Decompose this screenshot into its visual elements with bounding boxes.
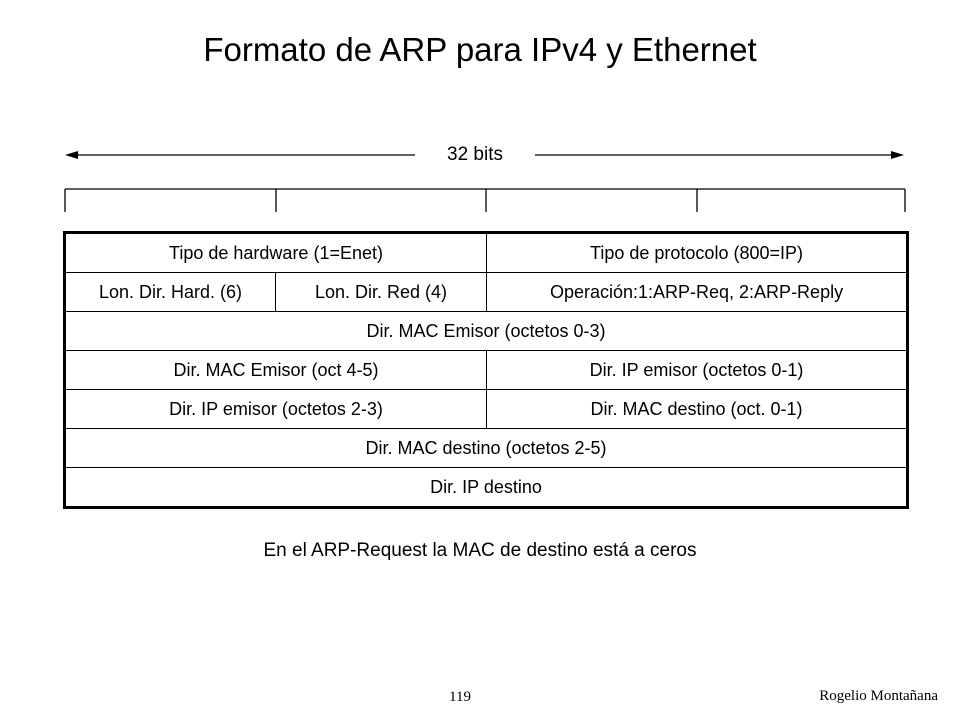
arp-field-row: Dir. MAC Emisor (oct 4-5)Dir. IP emisor … xyxy=(63,350,909,390)
arp-field-row: Dir. IP destino xyxy=(63,467,909,508)
arrow-right-head xyxy=(891,151,904,159)
arp-field-cell: Dir. IP emisor (octetos 2-3) xyxy=(63,389,488,429)
bit-width-label: 32 bits xyxy=(415,142,535,168)
arp-field-row: Dir. MAC Emisor (octetos 0-3) xyxy=(63,311,909,351)
arp-field-cell: Operación:1:ARP-Req, 2:ARP-Reply xyxy=(486,272,909,312)
bit-width-ruler xyxy=(64,151,906,212)
slide-title: Formato de ARP para IPv4 y Ethernet xyxy=(203,31,757,68)
arp-field-cell: Dir. IP emisor (octetos 0-1) xyxy=(486,350,909,390)
request-note: En el ARP-Request la MAC de destino está… xyxy=(263,540,697,561)
arrow-left-head xyxy=(65,151,78,159)
page-number: 119 xyxy=(449,689,471,705)
author-name: Rogelio Montañana xyxy=(819,688,938,704)
arp-field-row: Lon. Dir. Hard. (6)Lon. Dir. Red (4)Oper… xyxy=(64,272,909,312)
arp-packet-format-table: Tipo de hardware (1=Enet)Tipo de protoco… xyxy=(63,231,910,509)
width-arrow xyxy=(65,151,904,159)
octet-ticks xyxy=(64,188,906,212)
arp-field-cell: Tipo de hardware (1=Enet) xyxy=(63,232,488,273)
arp-field-row: Dir. IP emisor (octetos 2-3)Dir. MAC des… xyxy=(63,389,909,429)
arp-field-cell: Dir. MAC destino (oct. 0-1) xyxy=(486,389,909,429)
arp-field-row: Dir. MAC destino (octetos 2-5) xyxy=(63,428,909,468)
arp-table-body: Tipo de hardware (1=Enet)Tipo de protoco… xyxy=(63,232,909,508)
arp-field-cell: Dir. MAC Emisor (octetos 0-3) xyxy=(63,311,909,351)
arp-field-cell: Dir. MAC Emisor (oct 4-5) xyxy=(63,350,488,390)
arp-field-cell: Lon. Dir. Red (4) xyxy=(274,272,488,312)
arp-field-cell: Dir. IP destino xyxy=(63,467,909,508)
arp-field-cell: Dir. MAC destino (octetos 2-5) xyxy=(63,428,909,468)
arp-field-row: Tipo de hardware (1=Enet)Tipo de protoco… xyxy=(63,232,909,273)
arp-field-cell: Tipo de protocolo (800=IP) xyxy=(486,232,909,273)
arp-field-cell: Lon. Dir. Hard. (6) xyxy=(64,272,276,312)
